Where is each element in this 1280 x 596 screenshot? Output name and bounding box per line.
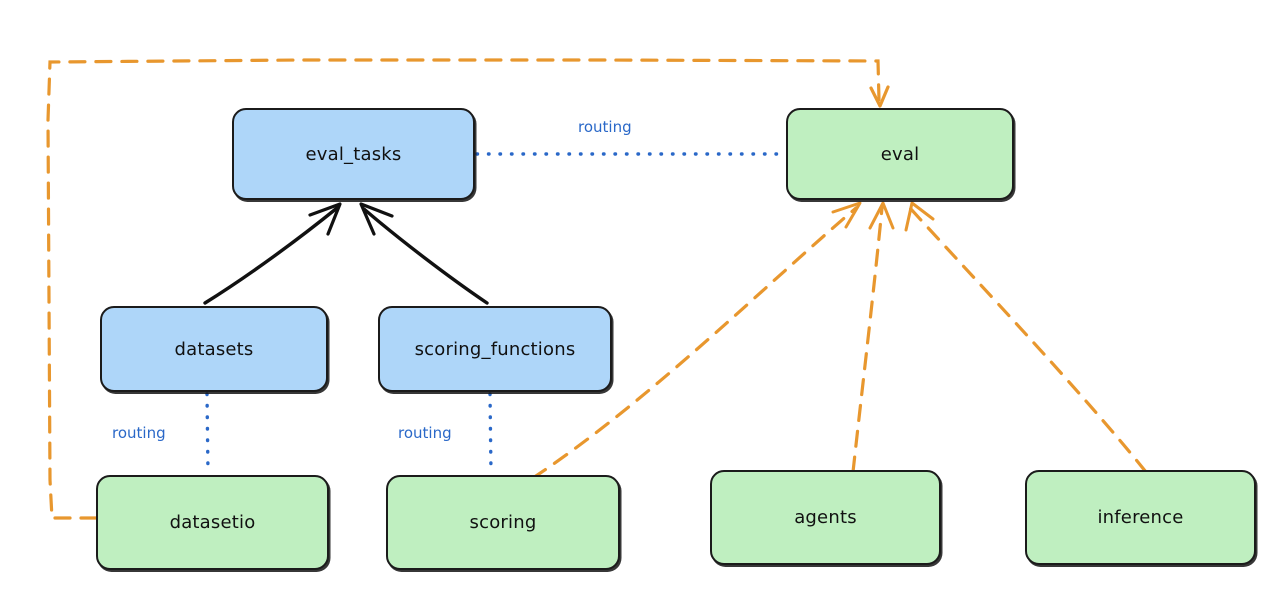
node-label: inference [1097, 507, 1184, 528]
node-label: scoring_functions [414, 338, 576, 360]
node-label: datasets [174, 338, 254, 360]
node-agents[interactable]: agents [710, 470, 941, 565]
node-scoring[interactable]: scoring [386, 475, 620, 570]
node-scoring-functions[interactable]: scoring_functions [378, 306, 612, 392]
edge-label-routing-datasets-datasetio: routing [112, 424, 166, 442]
node-label: eval [880, 143, 920, 165]
node-eval[interactable]: eval [786, 108, 1014, 200]
edge-datasets-to-eval_tasks [203, 202, 342, 305]
edge-datasets-to-datasetio [205, 392, 210, 475]
node-eval-tasks[interactable]: eval_tasks [232, 108, 475, 200]
node-label: scoring [469, 512, 537, 533]
node-inference[interactable]: inference [1025, 470, 1256, 565]
edge-inference-to-eval [904, 201, 1148, 474]
edge-label-routing-scoring-functions-scoring: routing [398, 424, 452, 442]
node-label: datasetio [169, 512, 256, 533]
edge-agents-to-eval [851, 201, 895, 474]
node-label: agents [794, 507, 857, 528]
edge-label-routing-eval-tasks-eval: routing [578, 118, 632, 136]
node-datasetio[interactable]: datasetio [96, 475, 329, 570]
node-label: eval_tasks [305, 143, 402, 165]
edge-scoring_functions-to-scoring [488, 392, 493, 475]
node-datasets[interactable]: datasets [100, 306, 328, 392]
edge-scoring_functions-to-eval_tasks [359, 202, 489, 305]
